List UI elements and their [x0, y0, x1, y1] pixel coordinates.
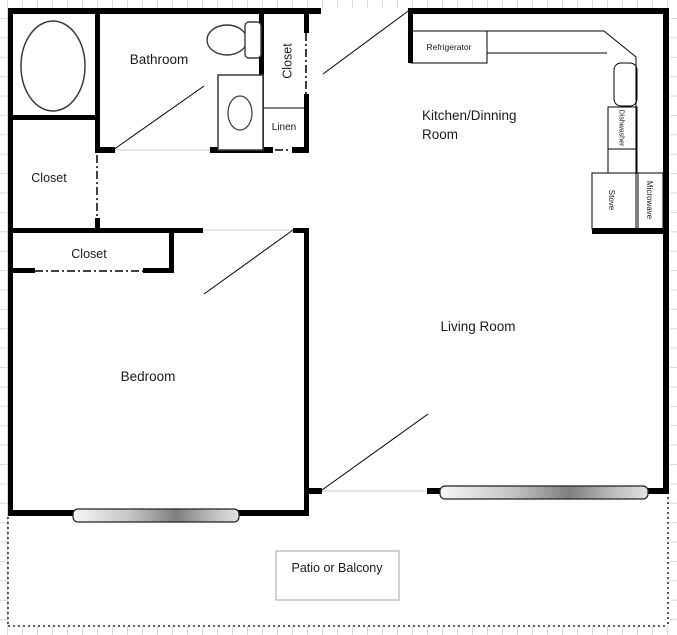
refrigerator-box	[410, 30, 488, 64]
kitchen-counter	[261, 30, 664, 230]
wall-segment	[8, 8, 13, 516]
bathroom-label: Bathroom	[130, 52, 189, 67]
kitchen-label-line2: Room	[422, 127, 458, 142]
living-room-window	[439, 485, 649, 500]
toilet-icon	[206, 24, 248, 56]
windows	[72, 485, 649, 523]
wall-segment	[8, 115, 100, 120]
wall-segment	[8, 268, 35, 273]
bathroom-door-swing-line	[112, 85, 205, 151]
wall-segment	[293, 228, 309, 233]
wall-segment	[645, 488, 669, 494]
wall-segment	[304, 228, 309, 516]
wall-segment	[304, 94, 309, 153]
stove-label: Stove	[607, 190, 616, 211]
wall-segment	[143, 268, 174, 273]
counter-corner-line	[603, 30, 637, 58]
kitchen-label-line1: Kitchen/Dinning	[422, 108, 517, 123]
wall-segment	[304, 8, 309, 33]
wall-segment	[8, 8, 321, 14]
wall-segment	[663, 8, 669, 494]
wall-segment	[95, 218, 100, 228]
patio-door-swing-line	[321, 413, 429, 491]
door-swings	[112, 8, 429, 491]
living-room-label: Living Room	[440, 319, 515, 334]
patio-boundary	[7, 497, 669, 627]
kitchen-sink-icon	[613, 62, 638, 107]
wall-segment	[95, 147, 115, 153]
entry-door-swing-line	[322, 8, 412, 75]
plan-background	[8, 8, 670, 626]
wall-segment	[411, 8, 669, 14]
wall-segment	[8, 228, 203, 233]
wall-segment	[259, 147, 273, 153]
linen-label: Linen	[272, 122, 296, 133]
dishwasher-label: Dishwasher	[618, 110, 625, 147]
threshold-lines	[115, 149, 427, 492]
wall-segment	[427, 488, 447, 494]
bedroom-window	[72, 508, 240, 523]
wall-segment	[304, 488, 322, 494]
hall-closet-label: Closet	[280, 43, 294, 79]
bedroom-closet-label: Closet	[71, 247, 107, 261]
bedroom-door-swing-line	[203, 229, 294, 295]
wall-segment	[95, 115, 100, 153]
refrigerator-label: Refrigerator	[427, 42, 472, 52]
bathroom-fixtures	[20, 20, 264, 151]
microwave-box	[635, 172, 664, 230]
toilet-tank-icon	[244, 21, 262, 59]
bathtub-icon	[20, 20, 86, 112]
wall-segment	[95, 8, 100, 120]
patio-label: Patio or Balcony	[291, 561, 383, 575]
left-closet-label: Closet	[31, 171, 67, 185]
wall-segment	[592, 228, 669, 234]
microwave-label: Microwave	[645, 181, 654, 220]
bedroom-label: Bedroom	[121, 369, 176, 384]
wall-segment	[169, 228, 174, 273]
stove-box	[591, 172, 639, 230]
closet-doors	[35, 33, 307, 272]
patio-label-box	[275, 550, 400, 601]
wall-segment	[292, 147, 309, 153]
vanity-sink-icon	[227, 95, 253, 131]
